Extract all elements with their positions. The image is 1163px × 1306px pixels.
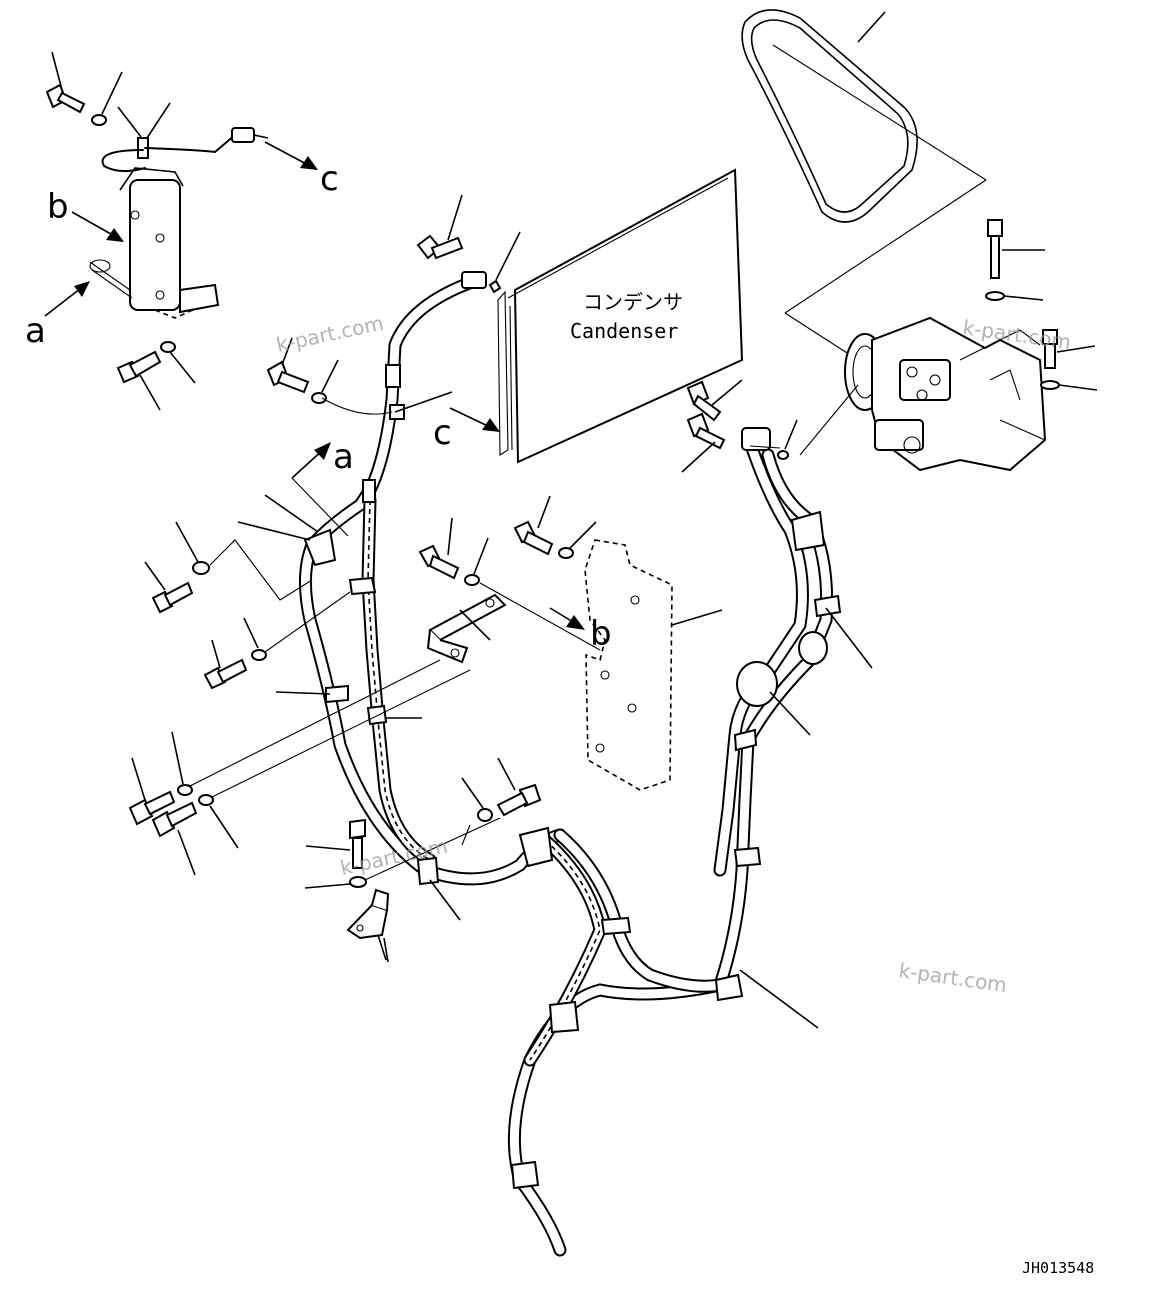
label-c-condenser: c bbox=[433, 413, 452, 453]
watermark-lower-right: k-part.com bbox=[897, 958, 1008, 997]
bolts-and-washers bbox=[128, 194, 873, 1029]
document-id: JH013548 bbox=[1022, 1259, 1094, 1277]
bracket-bottom bbox=[346, 888, 390, 961]
receiver-drier bbox=[89, 102, 269, 319]
compressor bbox=[799, 316, 1047, 472]
label-a-left: a bbox=[25, 311, 46, 351]
condenser-en-label: Candenser bbox=[570, 319, 678, 343]
bolt-drier-lower bbox=[116, 341, 196, 411]
label-a-hose: a bbox=[333, 437, 354, 477]
label-b-plate: b bbox=[590, 614, 612, 654]
watermark-left: k-part.com bbox=[274, 311, 386, 357]
label-b-left: b bbox=[47, 187, 69, 227]
condenser-jp-label: コンデンサ bbox=[583, 290, 683, 314]
condenser: コンデンサ Candenser bbox=[497, 168, 744, 464]
hose-clamps bbox=[303, 271, 842, 1190]
callout-arrows: c b a c a b bbox=[25, 141, 612, 654]
drive-belt bbox=[741, 9, 987, 361]
mounting-plate bbox=[584, 539, 723, 791]
compressor-bolts bbox=[985, 219, 1098, 391]
bracket-center bbox=[426, 593, 507, 664]
bolt-top-left bbox=[45, 51, 123, 126]
label-c-top: c bbox=[320, 159, 339, 199]
